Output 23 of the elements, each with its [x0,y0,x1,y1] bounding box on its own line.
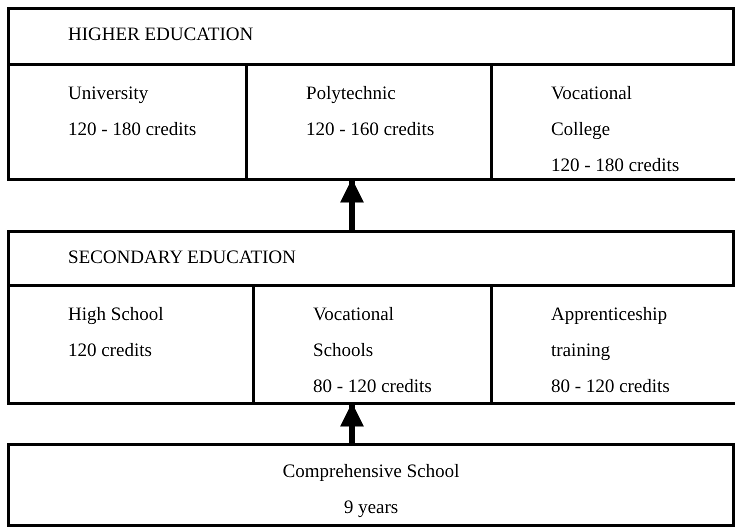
level-name: Vocational College [551,82,633,142]
section-heading: HIGHER EDUCATION [68,23,254,47]
level-name: Apprenticeship training [551,303,668,363]
level-detail: 80 - 120 credits [313,375,432,399]
level-detail: 120 - 160 credits [306,118,434,142]
section-box [7,7,735,181]
level-detail: 120 - 180 credits [551,154,680,178]
level-detail: 120 - 180 credits [68,118,196,142]
level-name: High School [68,303,164,327]
section-box [7,230,735,405]
section-heading: SECONDARY EDUCATION [68,246,296,270]
arrow [340,178,364,231]
level-detail: 120 credits [68,339,152,363]
level-name: Polytechnic [306,82,396,106]
arrow [340,402,364,444]
level-name: Comprehensive School [282,460,460,484]
level-box [490,284,735,405]
level-detail: 9 years [344,496,398,520]
level-detail: 80 - 120 credits [551,375,670,399]
level-name: Vocational Schools [313,303,395,363]
level-name: University [68,82,148,106]
level-box [7,443,735,527]
level-box [490,63,735,181]
